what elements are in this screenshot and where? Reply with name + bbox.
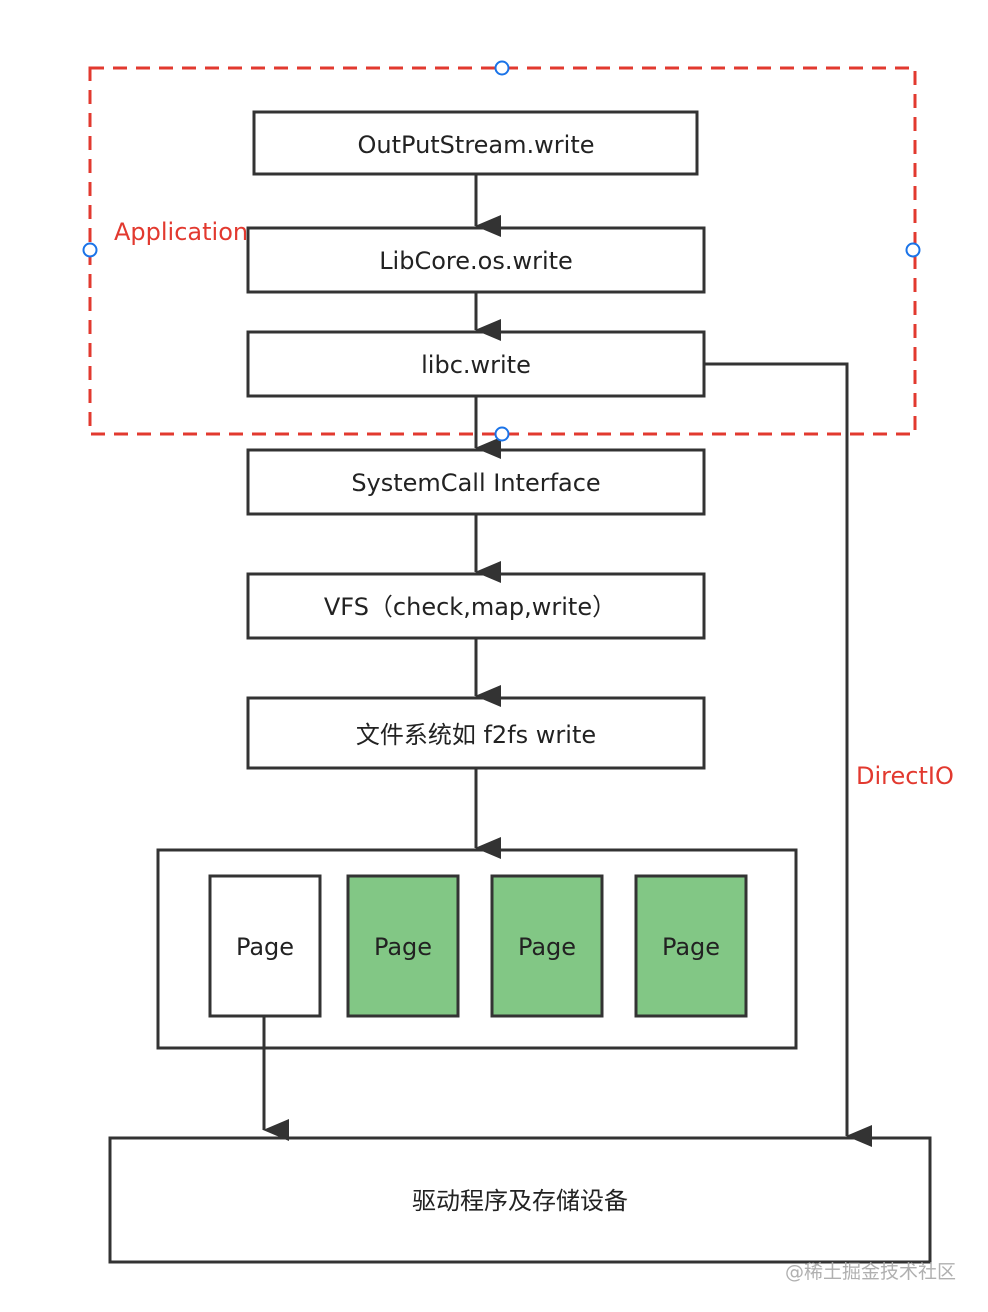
page-label: Page (374, 933, 432, 961)
systemcall-interface-label: SystemCall Interface (351, 469, 600, 497)
selection-handle-top[interactable] (494, 60, 510, 76)
page-label: Page (518, 933, 576, 961)
libcore-write-node[interactable]: LibCore.os.write (246, 226, 706, 294)
page-node[interactable]: Page (490, 874, 604, 1018)
libc-write-label: libc.write (421, 351, 531, 379)
vfs-label: VFS（check,map,write） (324, 593, 616, 621)
arrow-directio-bypass[interactable] (704, 362, 872, 1147)
watermark-text: @稀土掘金技术社区 (785, 1261, 956, 1283)
page-node[interactable]: Page (346, 874, 460, 1018)
page-label: Page (236, 933, 294, 961)
systemcall-interface-node[interactable]: SystemCall Interface (246, 448, 706, 516)
outputstream-write-label: OutPutStream.write (358, 131, 595, 159)
filesystem-write-label: 文件系统如 f2fs write (356, 721, 596, 749)
libc-write-node[interactable]: libc.write (246, 330, 706, 398)
outputstream-write-node[interactable]: OutPutStream.write (252, 110, 699, 176)
directio-label: DirectIO (856, 762, 954, 790)
page-node[interactable]: Page (634, 874, 748, 1018)
page-label: Page (662, 933, 720, 961)
libcore-write-label: LibCore.os.write (379, 247, 573, 275)
selection-handle-right[interactable] (905, 242, 921, 258)
selection-handle-bottom[interactable] (494, 426, 510, 442)
vfs-node[interactable]: VFS（check,map,write） (246, 572, 706, 640)
application-label: Application (114, 218, 248, 246)
page-node[interactable]: Page (208, 874, 322, 1018)
driver-storage-label: 驱动程序及存储设备 (412, 1187, 628, 1215)
selection-handle-left[interactable] (82, 242, 98, 258)
filesystem-write-node[interactable]: 文件系统如 f2fs write (246, 696, 706, 770)
driver-storage-node[interactable]: 驱动程序及存储设备 (108, 1136, 932, 1264)
